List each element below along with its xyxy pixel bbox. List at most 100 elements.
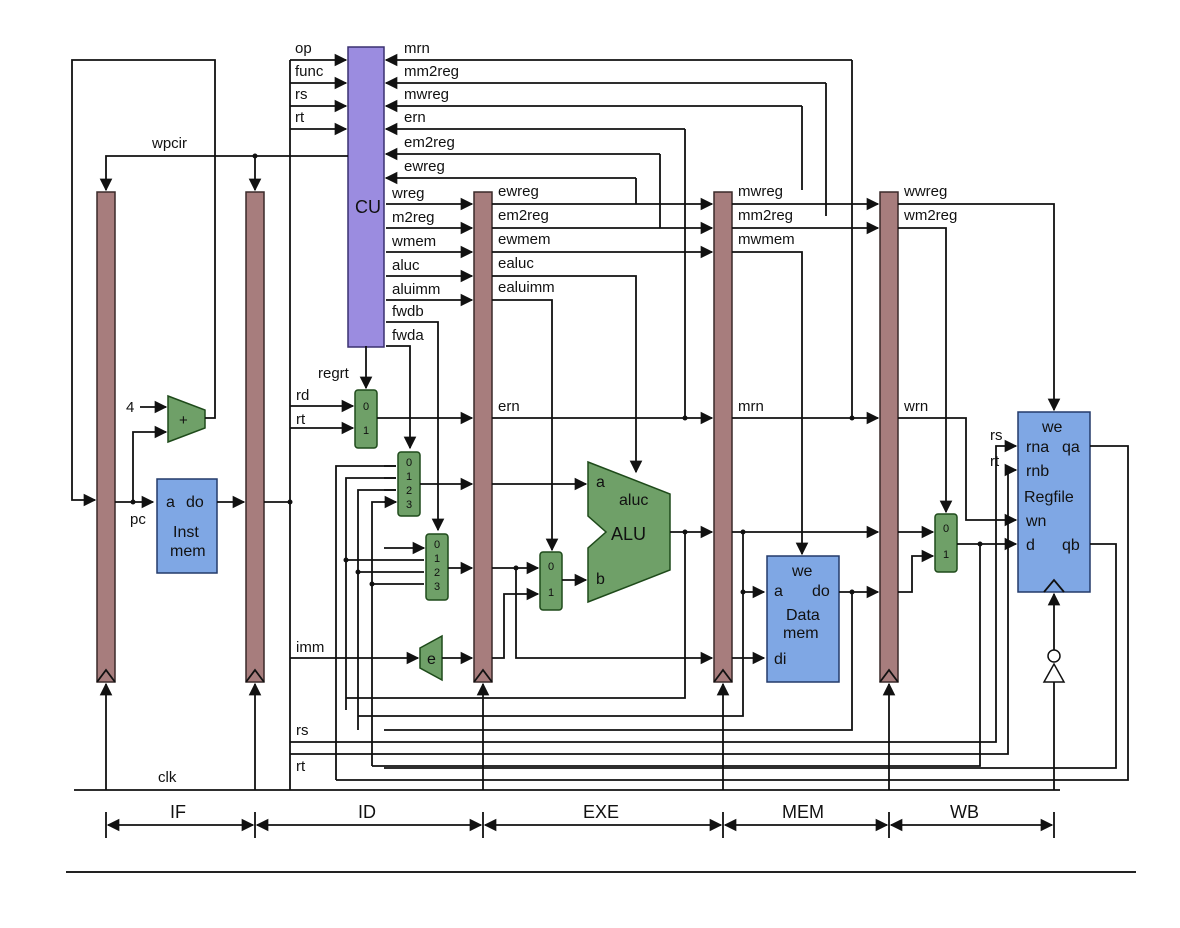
rs-bottom-label: rs xyxy=(296,722,309,739)
fwda-mux-1: 1 xyxy=(406,471,412,483)
cu-in-mrn: mrn xyxy=(404,40,430,57)
cu-out-wmem: wmem xyxy=(391,233,436,250)
pc-adder xyxy=(167,394,206,444)
regrt-mux-1: 1 xyxy=(363,425,369,437)
pc-path: + 4 pc xyxy=(71,59,216,528)
dmem-do: do xyxy=(812,583,830,600)
clock-line: clk xyxy=(74,682,1060,791)
fwdb-mux-3: 3 xyxy=(434,581,440,593)
wpcir-signal: wpcir xyxy=(99,135,348,192)
wb-mux xyxy=(934,513,958,573)
regfile-clock xyxy=(1042,592,1066,790)
cu-in-ewreg: ewreg xyxy=(404,158,445,175)
alu xyxy=(587,460,671,604)
cu-in-ern: ern xyxy=(404,109,426,126)
rt-bottom-label: rt xyxy=(296,758,306,775)
if-id-reg xyxy=(245,191,265,683)
exe-ealuimm: ealuimm xyxy=(498,279,555,296)
exe-mem-reg xyxy=(713,191,733,683)
alu-name: ALU xyxy=(611,524,646,544)
mem-mwreg: mwreg xyxy=(738,183,783,200)
rt-label: rt xyxy=(296,411,306,428)
control-unit xyxy=(347,46,385,348)
stage-wb: WB xyxy=(950,802,979,822)
rf-rna: rna xyxy=(1026,439,1049,456)
imem-a: a xyxy=(166,494,175,511)
ern-label: ern xyxy=(498,398,520,415)
rf-qa: qa xyxy=(1062,439,1080,456)
cu-in-em2reg: em2reg xyxy=(404,134,455,151)
mem-mwmem: mwmem xyxy=(738,231,795,248)
const-four: 4 xyxy=(126,399,134,416)
mrn-label: mrn xyxy=(738,398,764,415)
regrt-mux-0: 0 xyxy=(363,401,369,413)
cu-out-wreg: wreg xyxy=(391,185,425,202)
exe-em2reg: em2reg xyxy=(498,207,549,224)
rf-d: d xyxy=(1026,537,1035,554)
rf-name: Regfile xyxy=(1024,489,1074,506)
fwdb-mux-1: 1 xyxy=(434,553,440,565)
sign-extend xyxy=(419,634,443,682)
register-file xyxy=(1017,411,1091,593)
cu-out-fwdb: fwdb xyxy=(392,303,424,320)
wb-wwreg: wwreg xyxy=(903,183,947,200)
cu-out-aluc: aluc xyxy=(392,257,420,274)
exe-ewmem: ewmem xyxy=(498,231,551,248)
fwdb-mux-2: 2 xyxy=(434,567,440,579)
cu-out-m2reg: m2reg xyxy=(392,209,435,226)
cu-label: CU xyxy=(355,197,381,217)
rf-we: we xyxy=(1041,419,1063,436)
imem-name2: mem xyxy=(170,543,206,560)
rf-rs: rs xyxy=(990,427,1003,444)
wrn-label: wrn xyxy=(903,398,928,415)
exe-ealuc: ealuc xyxy=(498,255,534,272)
regrt-label: regrt xyxy=(318,365,350,382)
cu-out-fwda: fwda xyxy=(392,327,424,344)
fwdb-mux-0: 0 xyxy=(434,539,440,551)
aluimm-mux-0: 0 xyxy=(548,561,554,573)
rf-wn: wn xyxy=(1025,513,1046,530)
exe-ewreg: ewreg xyxy=(498,183,539,200)
alu-b: b xyxy=(596,571,605,588)
dmem-name2: mem xyxy=(783,625,819,642)
cu-out-aluimm: aluimm xyxy=(392,281,440,298)
exe-control-signals: ewreg em2reg ewmem ealuc ealuimm xyxy=(492,183,714,552)
if-id-reg-pc xyxy=(96,191,116,683)
dmem-a: a xyxy=(774,583,783,600)
stage-ruler: IF ID EXE MEM WB xyxy=(105,802,1055,838)
wpcir-label: wpcir xyxy=(151,135,187,152)
id-exe-reg xyxy=(473,191,493,683)
dmem-name1: Data xyxy=(786,607,820,624)
rf-rt: rt xyxy=(990,453,1000,470)
fwda-mux-0: 0 xyxy=(406,457,412,469)
cu-in-func: func xyxy=(295,63,324,80)
fwda-mux-2: 2 xyxy=(406,485,412,497)
wb-mux-1: 1 xyxy=(943,549,949,561)
ext-label: e xyxy=(427,651,436,668)
cu-in-mwreg: mwreg xyxy=(404,86,449,103)
imm-label: imm xyxy=(296,639,324,656)
rf-rnb: rnb xyxy=(1026,463,1049,480)
aluimm-mux-1: 1 xyxy=(548,587,554,599)
imem-name1: Inst xyxy=(173,524,199,541)
stage-if: IF xyxy=(170,802,186,822)
dmem-di: di xyxy=(774,651,786,668)
cu-left-inputs: op func rs rt xyxy=(289,40,348,790)
mem-control-signals: mwreg mm2reg mwmem xyxy=(732,183,880,556)
adder-plus: + xyxy=(179,412,188,429)
wb-mux-0: 0 xyxy=(943,523,949,535)
cu-outputs: wreg m2reg wmem aluc aluimm fwdb fwda xyxy=(386,185,474,532)
fwda-mux-3: 3 xyxy=(406,499,412,511)
regrt-mux xyxy=(354,389,378,449)
stage-exe: EXE xyxy=(583,802,619,822)
cu-in-mm2reg: mm2reg xyxy=(404,63,459,80)
cu-in-rs: rs xyxy=(295,86,308,103)
pc-label: pc xyxy=(130,511,146,528)
clk-label: clk xyxy=(158,769,177,786)
mem-wb-reg xyxy=(879,191,899,683)
mem-mm2reg: mm2reg xyxy=(738,207,793,224)
stage-mem: MEM xyxy=(782,802,824,822)
data-memory xyxy=(766,555,840,683)
dmem-we: we xyxy=(791,563,813,580)
